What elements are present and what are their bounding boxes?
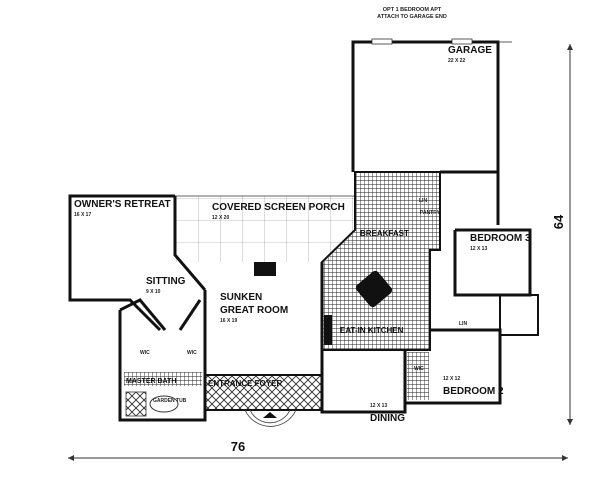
depth-dimension: 64 [551, 44, 573, 425]
depth-label: 64 [551, 214, 566, 229]
covered-screen-porch: COVERED SCREEN PORCH 12 X 20 [173, 195, 355, 291]
pantry-label: PANTRY [420, 210, 441, 216]
dining: 12 X 13 DINING [320, 350, 407, 424]
sitting-size: 9 X 10 [146, 289, 161, 295]
lin-label-2: LIN [459, 321, 467, 327]
wic-label-1: WIC [140, 350, 150, 356]
bedroom3-label: BEDROOM 3 [470, 233, 531, 244]
great-room-label-1: SUNKEN [220, 292, 262, 303]
master-bath: MASTER BATH GARDEN TUB WIC WIC [118, 290, 207, 422]
bedroom3-size: 12 X 13 [470, 246, 487, 252]
owners-retreat-label: OWNER'S RETREAT [74, 199, 171, 210]
apt-note-line1: OPT 1 BEDROOM APT [383, 7, 442, 13]
porch-size: 12 X 20 [212, 215, 229, 221]
bedroom2-wic: WIC [414, 366, 424, 372]
porch-label: COVERED SCREEN PORCH [212, 202, 345, 213]
great-room-label-2: GREAT ROOM [220, 305, 288, 316]
dining-size: 12 X 13 [370, 403, 387, 409]
owners-retreat-size: 16 X 17 [74, 212, 91, 218]
garage-size: 22 X 22 [448, 58, 465, 64]
width-dimension: 76 [68, 439, 568, 461]
sitting-label: SITTING [146, 276, 186, 287]
bedroom-3: BEDROOM 3 12 X 13 LIN [440, 170, 539, 336]
master-bath-label: MASTER BATH [126, 378, 176, 385]
foyer-label: ENTRANCE FOYER [208, 379, 282, 388]
wic-label-2: WIC [187, 350, 197, 356]
dining-label: DINING [370, 413, 405, 424]
garage: GARAGE 22 X 22 [351, 38, 512, 172]
garage-label: GARAGE [448, 45, 492, 56]
lin-label-1: LIN [419, 198, 427, 204]
bedroom-2: WIC 12 X 12 BEDROOM 2 [403, 328, 504, 405]
kitchen-label: EAT-IN KITCHEN [340, 326, 404, 335]
great-room: SUNKEN GREAT ROOM 16 X 19 [203, 262, 324, 375]
breakfast-label: BREAKFAST [360, 229, 409, 238]
apt-note-line2: ATTACH TO GARAGE END [377, 14, 447, 20]
great-room-size: 16 X 19 [220, 318, 237, 324]
owners-retreat: OWNER'S RETREAT 16 X 17 SITTING 9 X 10 [68, 194, 186, 332]
garden-tub-label: GARDEN TUB [153, 398, 187, 404]
width-label: 76 [231, 439, 245, 454]
entrance-foyer: ENTRANCE FOYER [204, 374, 323, 427]
kitchen: BREAKFAST EAT-IN KITCHEN PANTRY LIN [321, 171, 441, 351]
bedroom2-label: BEDROOM 2 [443, 386, 504, 397]
bedroom2-size: 12 X 12 [443, 376, 460, 382]
